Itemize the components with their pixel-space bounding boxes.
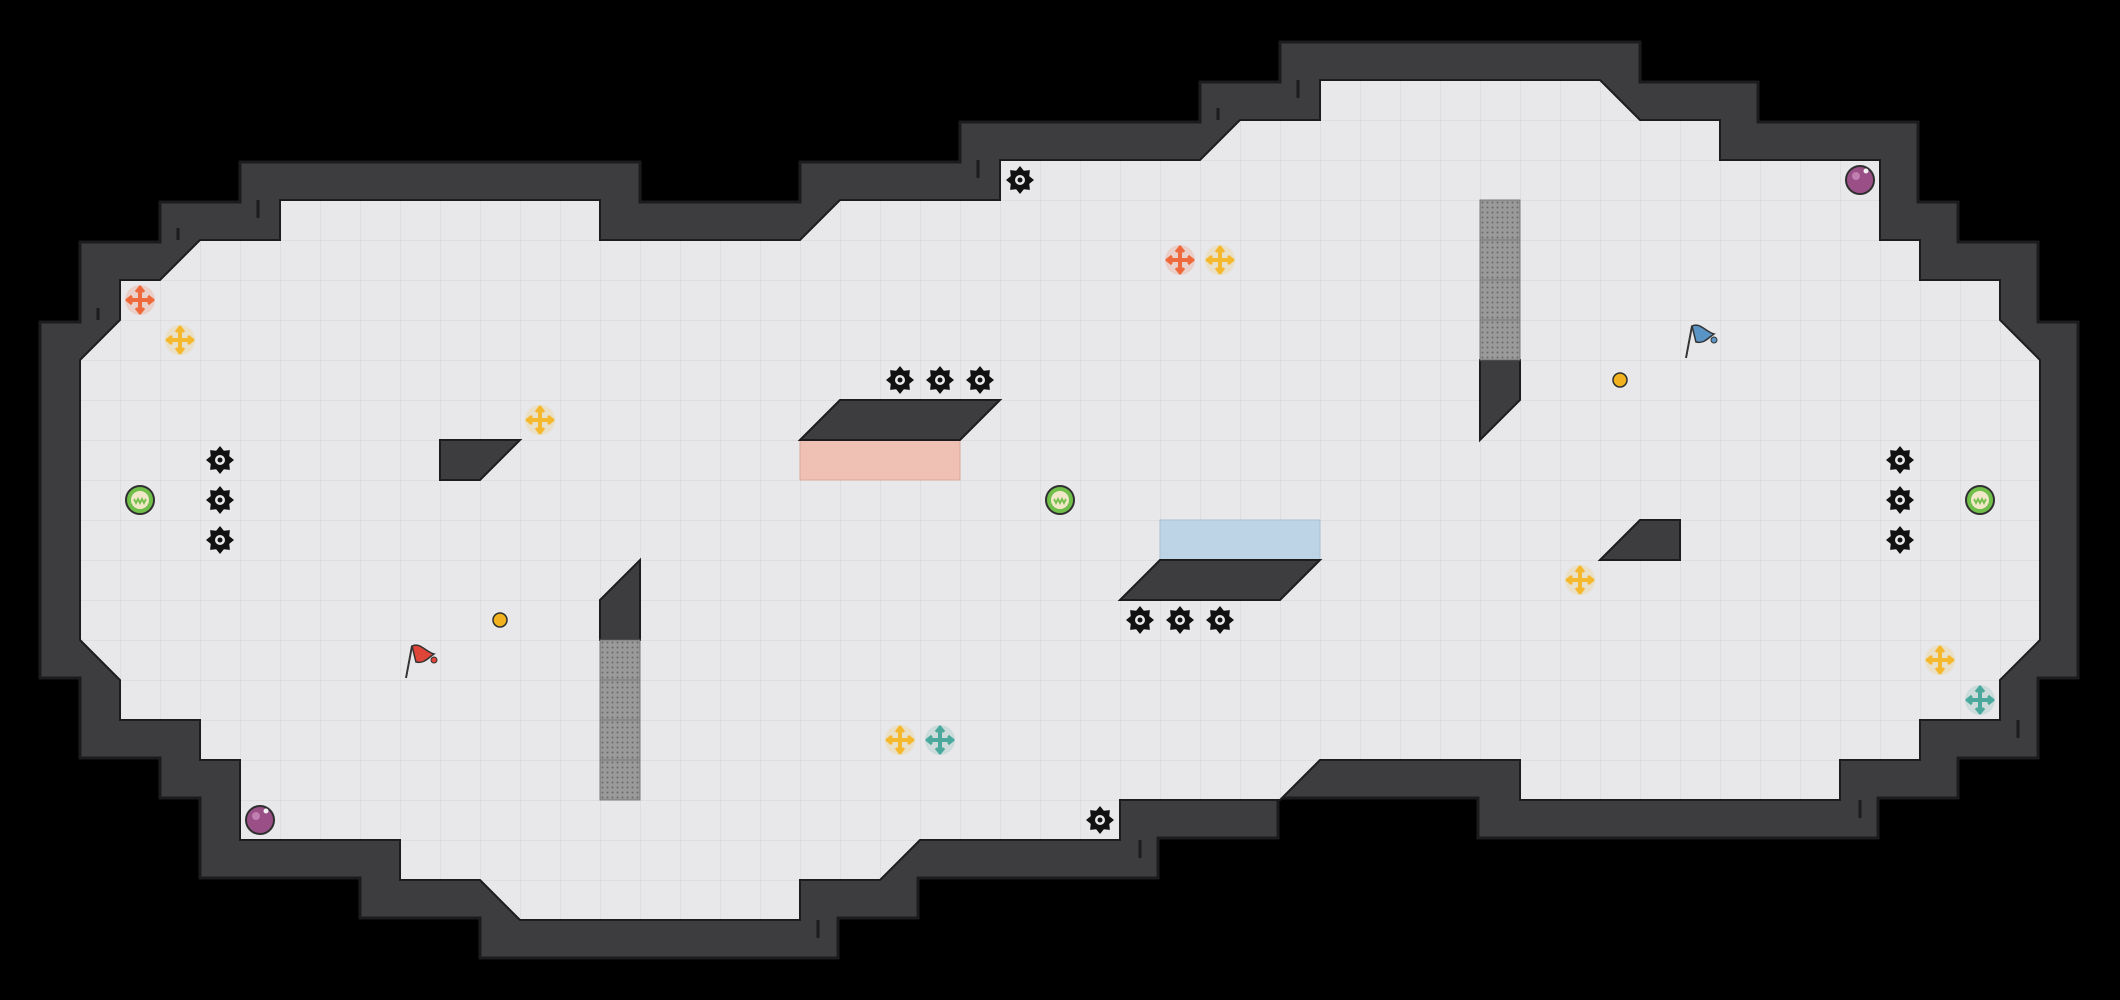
spike-icon [206,486,234,514]
spike-icon [1886,486,1914,514]
boost-icon [165,325,195,355]
boost-icon [1165,245,1195,275]
inner-walls [439,359,1681,641]
wall-wedge-right-mid [1597,519,1681,561]
spike-icon [1206,606,1234,634]
boost-icon [1925,645,1955,675]
boost-icon [885,725,915,755]
spike-icon [926,366,954,394]
boost-icon [925,725,955,755]
blue-zone [1159,519,1321,561]
wall-notches [96,80,2020,938]
boost-icon [125,285,155,315]
wall-block-left [439,439,523,481]
spike-icon [1006,166,1034,194]
entities-layer [125,165,1995,835]
spike-icon [886,366,914,394]
boost-icon [525,405,555,435]
wall-ramp-center [1117,559,1323,601]
boost-icon [1205,245,1235,275]
token-icon [492,612,508,628]
spike-icon [966,366,994,394]
flag-icon [1685,324,1718,359]
boost-icon [1965,685,1995,715]
bomb-icon [1845,165,1875,195]
powerup-icon [125,485,155,515]
red-zone [799,439,961,481]
bomb-icon [245,805,275,835]
spike-icon [1166,606,1194,634]
wall-ramp-top [797,399,1003,441]
grate-dividers [600,239,1520,761]
powerup-icon [1045,485,1075,515]
boost-icon [1565,565,1595,595]
powerup-icon [1965,485,1995,515]
flag-icon [405,644,438,679]
token-icon [1612,372,1628,388]
spike-icon [1086,806,1114,834]
spike-icon [1126,606,1154,634]
spike-icon [206,446,234,474]
spike-icon [206,526,234,554]
spike-icon [1886,526,1914,554]
spike-icon [1886,446,1914,474]
